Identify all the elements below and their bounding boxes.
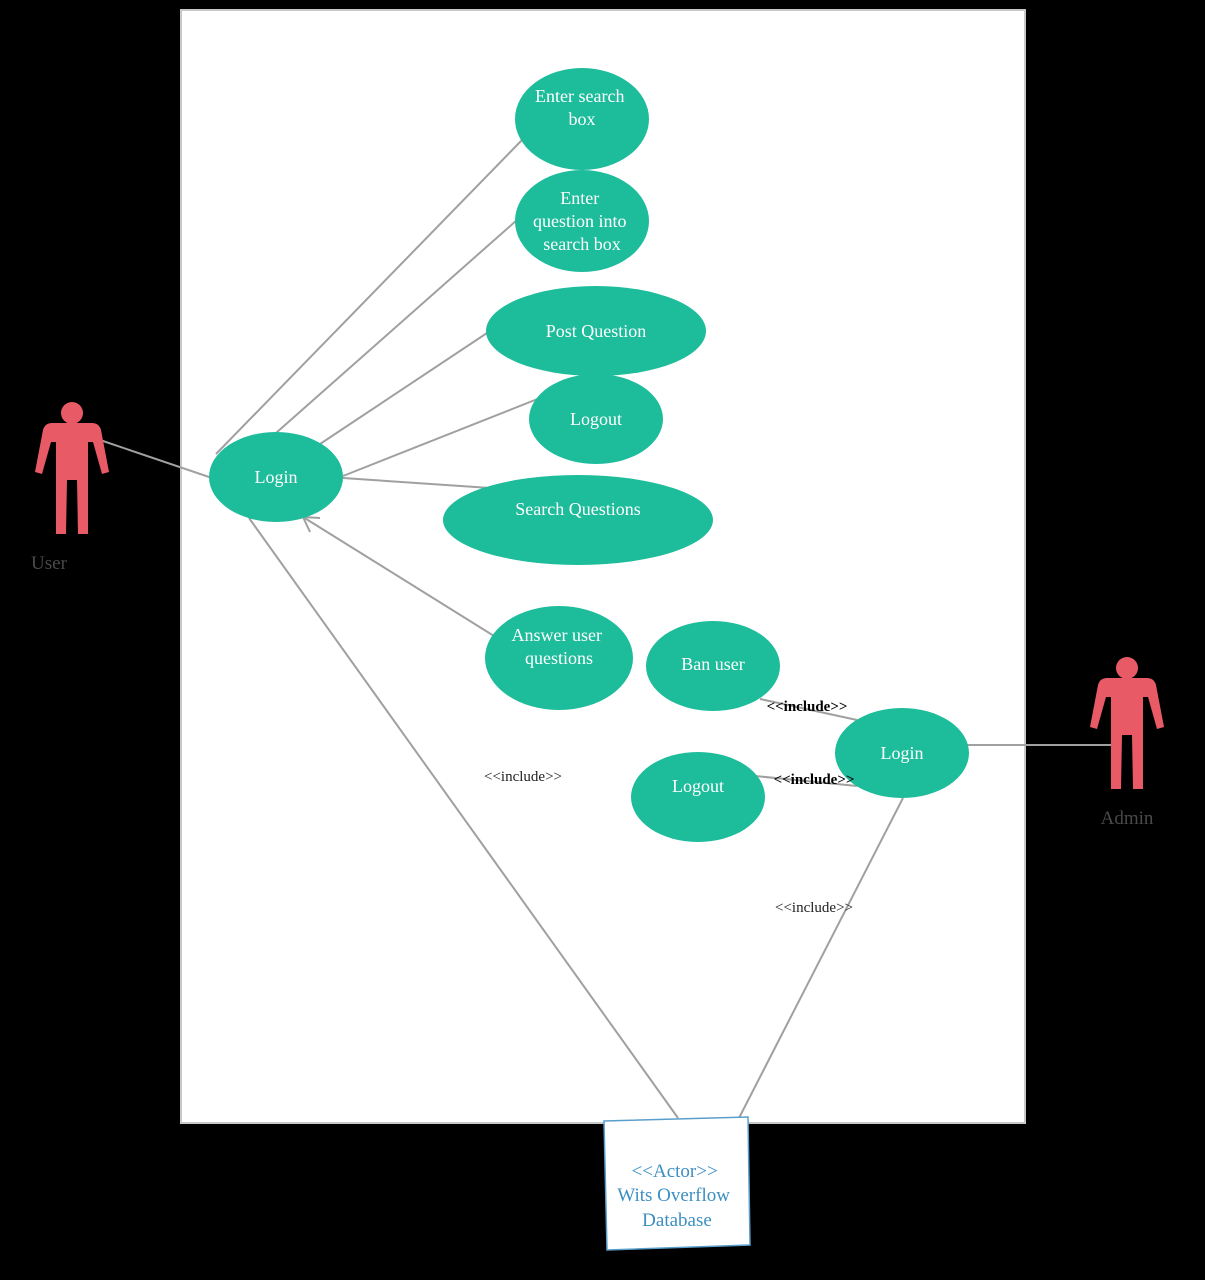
database-name-line2: Database	[642, 1210, 712, 1231]
line-user-to-login	[99, 439, 213, 479]
line-login-to-logout	[342, 397, 541, 477]
use-case-search-questions[interactable]: Search Questions	[443, 475, 713, 565]
include-label-admin-db: <<include>>	[775, 900, 853, 916]
svg-text:Ban user: Ban user	[681, 654, 744, 674]
actor-admin[interactable]: Admin	[1090, 657, 1164, 829]
use-case-admin-logout[interactable]: Logout	[631, 752, 765, 842]
actor-user[interactable]: User	[31, 402, 109, 574]
association-lines	[99, 139, 1115, 1119]
svg-text:Login: Login	[255, 467, 298, 487]
include-label-admin-logout: <<include>>	[774, 772, 855, 788]
use-case-answer-questions[interactable]: Answer user questions	[485, 606, 633, 710]
use-case-post-question[interactable]: Post Question	[486, 286, 706, 376]
svg-text:Answer user questions: Answer user questions	[512, 625, 607, 668]
use-case-ban-user[interactable]: Ban user	[646, 621, 780, 711]
include-label-user-db: <<include>>	[484, 769, 562, 785]
svg-text:Login: Login	[881, 743, 924, 763]
svg-text:Post Question: Post Question	[546, 321, 647, 341]
line-login-to-database	[248, 517, 679, 1119]
line-login-to-search-questions	[342, 477, 491, 489]
svg-text:Enter question into: Enter question into search box	[533, 188, 631, 254]
include-label-ban-user: <<include>>	[767, 699, 848, 715]
database-box	[603, 1116, 751, 1251]
line-login-to-enter-question	[275, 211, 527, 434]
database-actor[interactable]: <<Actor>> Wits Overflow Database	[603, 1116, 751, 1251]
actor-admin-label: Admin	[1101, 808, 1154, 829]
svg-text:Logout: Logout	[672, 776, 724, 796]
database-name: Wits Overflow	[617, 1185, 730, 1206]
use-case-enter-question[interactable]: Enter question into search box	[515, 170, 649, 272]
svg-text:<<Actor>> Wits Overflow: <<Actor>> Wits Overflow Database	[617, 1161, 734, 1231]
use-case-admin-login[interactable]: Login	[835, 708, 969, 798]
svg-text:Enter search box: Enter search box	[535, 86, 629, 129]
line-login-to-post-question	[319, 332, 488, 445]
person-icon	[35, 402, 109, 534]
line-ban-user-to-admin-login	[759, 698, 858, 721]
person-icon	[1090, 657, 1164, 789]
actor-user-label: User	[31, 553, 68, 574]
svg-text:Logout: Logout	[570, 409, 622, 429]
use-case-user-login[interactable]: Login	[209, 432, 343, 522]
svg-text:Search Questions: Search Questions	[515, 499, 640, 519]
use-case-enter-search-box[interactable]: Enter search box	[515, 68, 649, 170]
line-answer-to-login	[302, 516, 495, 637]
line-admin-login-to-database	[738, 797, 904, 1119]
line-logout-to-admin-login	[754, 775, 858, 787]
use-case-user-logout[interactable]: Logout	[529, 374, 663, 464]
line-login-to-enter-search-box	[215, 139, 523, 455]
database-stereotype: <<Actor>>	[632, 1161, 718, 1182]
